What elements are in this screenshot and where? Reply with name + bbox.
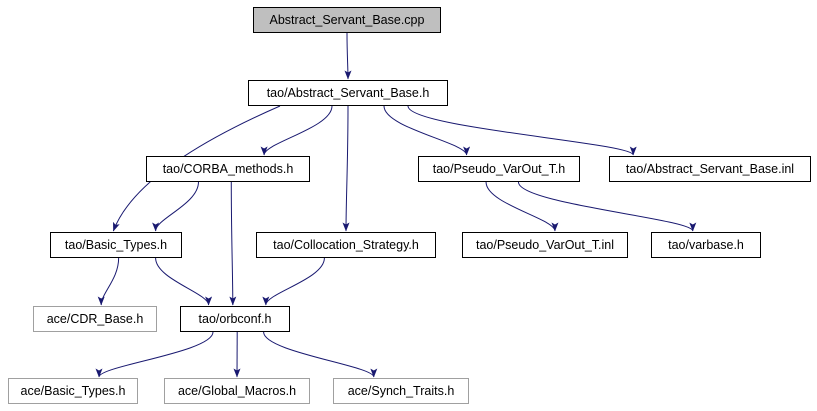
node-tao-abstract-servant-base-inl[interactable]: tao/Abstract_Servant_Base.inl	[609, 156, 811, 182]
edge-orbconf-to-ace_basic	[95, 331, 214, 378]
node-label: Abstract_Servant_Base.cpp	[269, 12, 425, 27]
node-label: tao/Abstract_Servant_Base.inl	[625, 161, 795, 176]
edge-orbconf-to-ace_synch	[263, 331, 378, 378]
node-tao-pseudo-varout-t-h[interactable]: tao/Pseudo_VarOut_T.h	[418, 156, 580, 182]
node-ace-global-macros-h[interactable]: ace/Global_Macros.h	[164, 378, 310, 404]
node-label: ace/Basic_Types.h	[20, 383, 126, 398]
node-label: ace/Synch_Traits.h	[347, 383, 455, 398]
node-tao-basic-types-h[interactable]: tao/Basic_Types.h	[50, 232, 182, 258]
node-ace-synch-traits-h[interactable]: ace/Synch_Traits.h	[333, 378, 469, 404]
node-label: tao/Collocation_Strategy.h	[273, 237, 419, 252]
node-label: tao/varbase.h	[668, 237, 744, 252]
edge-asb_h-to-pseudo_h	[383, 105, 471, 156]
node-label: tao/Basic_Types.h	[64, 237, 168, 252]
node-label: tao/Abstract_Servant_Base.h	[266, 85, 430, 100]
node-label: tao/Pseudo_VarOut_T.inl	[475, 237, 615, 252]
node-tao-corba-methods-h[interactable]: tao/CORBA_methods.h	[146, 156, 310, 182]
node-tao-varbase-h[interactable]: tao/varbase.h	[651, 232, 761, 258]
node-abstract-servant-base-cpp[interactable]: Abstract_Servant_Base.cpp	[253, 7, 441, 33]
edge-pseudo_h-to-pseudo_inl	[485, 181, 559, 232]
node-tao-abstract-servant-base-h[interactable]: tao/Abstract_Servant_Base.h	[248, 80, 448, 106]
node-label: tao/Pseudo_VarOut_T.h	[432, 161, 566, 176]
edge-root-to-asb_h	[344, 32, 352, 80]
edge-corba-to-basic_types	[152, 181, 199, 232]
node-label: ace/Global_Macros.h	[177, 383, 297, 398]
node-ace-cdr-base-h[interactable]: ace/CDR_Base.h	[33, 306, 157, 332]
edge-asb_h-to-colloc	[342, 105, 350, 232]
edge-basic_types-to-orbconf	[155, 257, 213, 306]
edge-corba-to-orbconf	[229, 181, 237, 306]
node-tao-pseudo-varout-t-inl[interactable]: tao/Pseudo_VarOut_T.inl	[462, 232, 628, 258]
node-label: ace/CDR_Base.h	[46, 311, 144, 326]
node-tao-collocation-strategy-h[interactable]: tao/Collocation_Strategy.h	[256, 232, 436, 258]
edge-basic_types-to-cdr_base	[97, 257, 120, 306]
edge-colloc-to-orbconf	[262, 257, 325, 306]
node-ace-basic-types-h[interactable]: ace/Basic_Types.h	[8, 378, 138, 404]
node-label: tao/CORBA_methods.h	[162, 161, 294, 176]
edge-asb_h-to-corba	[260, 105, 333, 156]
node-label: tao/orbconf.h	[198, 311, 272, 326]
edge-pseudo_h-to-varbase	[517, 181, 697, 232]
edge-asb_h-to-asb_inl	[407, 105, 637, 156]
node-tao-orbconf-h[interactable]: tao/orbconf.h	[180, 306, 290, 332]
